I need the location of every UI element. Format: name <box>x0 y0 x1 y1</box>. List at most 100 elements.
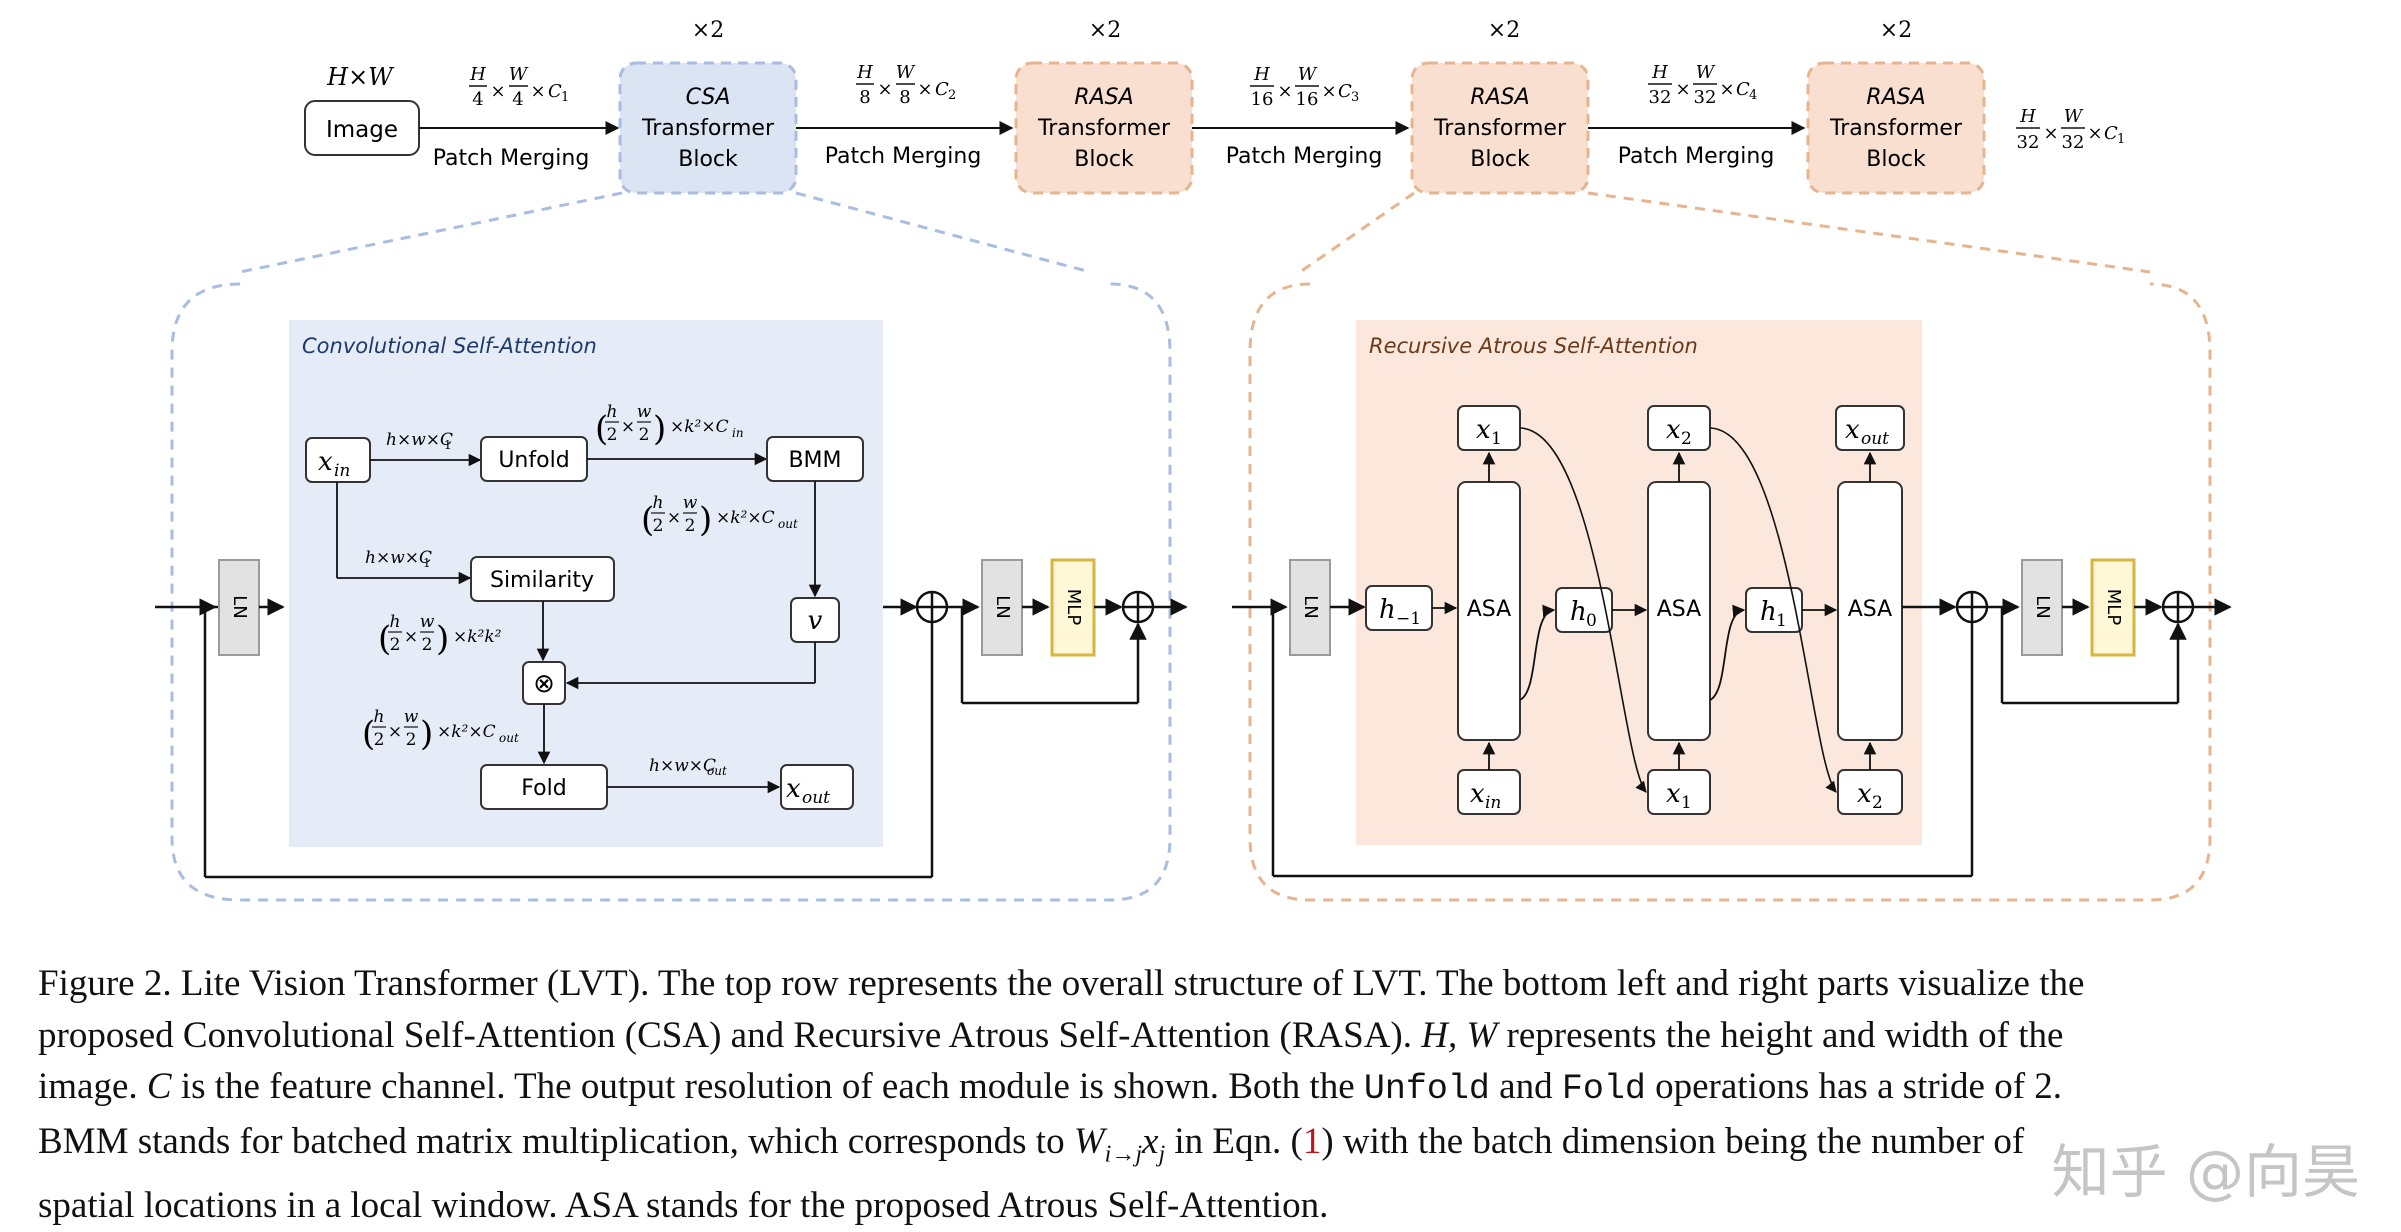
dim1-num-w: W <box>509 64 529 85</box>
caption-line-4: BMM stands for batched matrix multiplica… <box>38 1116 2368 1181</box>
csa-mlp-label: MLP <box>1063 589 1084 626</box>
rasa-xin-sub: in <box>1485 793 1501 813</box>
caption-line-1: Figure 2. Lite Vision Transformer (LVT).… <box>38 958 2368 1010</box>
rasa-asa-2-label: ASA <box>1657 597 1701 622</box>
dim4-den-w: 32 <box>1694 87 1717 108</box>
csa-mlp-box <box>1050 558 1096 657</box>
rasa-asa-1-label: ASA <box>1467 597 1511 622</box>
rasa-title: Recursive Atrous Self-Attention <box>1369 334 1698 358</box>
csa-frac-den-3: 2 <box>390 635 401 655</box>
rasa-ln2-box <box>2021 559 2063 656</box>
rasa-h1-label: h <box>1760 597 1777 627</box>
csa-frac-h-2: h <box>653 493 664 513</box>
caption-l5: spatial locations in a local window. ASA… <box>38 1185 1329 1227</box>
rasa-transformer-block-2: ×2 RASA Transformer Block <box>1410 18 1590 195</box>
block-line3-4: Block <box>1866 147 1926 172</box>
csa-frac-den-4b: 2 <box>406 730 417 750</box>
csa-frac-w-1: w <box>637 402 652 422</box>
final-den-w: 32 <box>2062 132 2085 153</box>
csa-k-cin-sub: in <box>732 426 744 440</box>
rasa-xout <box>1835 405 1905 451</box>
caption-l4-w: W <box>1073 1120 1105 1162</box>
patch-merging-1: Patch Merging H 4 × W 4 × C 1 <box>433 64 590 171</box>
svg-text:(: ( <box>595 409 608 449</box>
caption-eqn-ref[interactable]: 1 <box>1302 1120 1322 1162</box>
csa-k-cout: ×k²×C <box>716 508 775 528</box>
rasa-x2-bottom-label: x <box>1857 779 1872 809</box>
csa-otimes: ⊗ <box>533 669 555 699</box>
caption-l4-xsub: j <box>1158 1140 1166 1167</box>
svg-text:×: × <box>2087 123 2102 144</box>
patch-merging-label-3: Patch Merging <box>1226 144 1383 169</box>
caption-l3-end: operations has a stride of 2. <box>1645 1066 2063 1107</box>
rasa-x2-bottom-sub: 2 <box>1872 793 1883 813</box>
rasa-ln-label: LN <box>1300 595 1321 619</box>
dim3-num-w: W <box>1298 64 1318 85</box>
csa-ln-label: LN <box>229 595 250 619</box>
csa-frac-w-3: w <box>420 612 435 632</box>
csa-detail: Convolutional Self-Attention LN x in h×w… <box>155 191 1188 902</box>
caption-l4-c: ) with the batch dimension being the num… <box>1321 1120 2025 1162</box>
dim2-ch: C <box>935 79 949 100</box>
csa-ln2-label: LN <box>992 595 1013 619</box>
svg-text:×: × <box>490 81 505 102</box>
csa-dim-hwcout: h×w×C <box>649 756 716 776</box>
block-name-3: RASA <box>1470 85 1529 110</box>
rasa-h1-sub: 1 <box>1776 611 1787 631</box>
block-line3-1: Block <box>678 147 738 172</box>
svg-text:×: × <box>1277 81 1292 102</box>
csa-ln2-box <box>981 559 1023 656</box>
rasa-asa-3-label: ASA <box>1848 597 1892 622</box>
csa-bmm-label: BMM <box>788 448 841 473</box>
repeat-label-4: ×2 <box>1880 18 1912 43</box>
rasa-mlp-label: MLP <box>2103 589 2124 626</box>
rasa-xin-label: x <box>1470 779 1485 809</box>
figure-caption: Figure 2. Lite Vision Transformer (LVT).… <box>38 958 2368 1232</box>
caption-l3-fold: Fold <box>1561 1069 1646 1109</box>
rasa-h-m1-sub: −1 <box>1396 609 1421 629</box>
caption-l3-b: is the feature channel. The output resol… <box>171 1066 1364 1107</box>
svg-text:): ) <box>699 500 712 540</box>
svg-text:×: × <box>917 79 932 100</box>
block-name-4: RASA <box>1866 85 1925 110</box>
caption-l2: proposed Convolutional Self-Attention (C… <box>38 1014 1422 1056</box>
caption-line-5: spatial locations in a local window. ASA… <box>38 1180 2368 1232</box>
dim3-num-h: H <box>1253 64 1270 85</box>
rasa-transformer-block-3: ×2 RASA Transformer Block <box>1806 18 1986 195</box>
caption-l3-and: and <box>1489 1066 1562 1107</box>
dim4-num-h: H <box>1651 62 1668 83</box>
rasa-panel <box>1356 320 1922 845</box>
svg-text:): ) <box>420 714 433 754</box>
dim3-sub: 3 <box>1351 90 1359 105</box>
dim4-num-w: W <box>1696 62 1716 83</box>
csa-k-cout2: ×k²×C <box>437 722 496 742</box>
svg-text:×: × <box>1321 81 1336 102</box>
dim3-den-h: 16 <box>1251 89 1274 110</box>
dim4-sub: 4 <box>1749 88 1757 103</box>
final-ch: C <box>2104 123 2118 144</box>
svg-text:×: × <box>1675 79 1690 100</box>
caption-l2-hw: H, W <box>1421 1014 1498 1056</box>
caption-l4-wsub: i→j <box>1104 1140 1142 1167</box>
patch-merging-4: Patch Merging H 32 × W 32 × C 4 <box>1618 62 1775 169</box>
dim1-den-w: 4 <box>512 89 523 110</box>
csa-dim-hwc1-b: h×w×C <box>365 548 432 568</box>
caption-l2-end: represents the height and width of the <box>1497 1014 2064 1056</box>
dim1-num-h: H <box>469 64 486 85</box>
rasa-xout-label: x <box>1845 415 1860 445</box>
csa-similarity-label: Similarity <box>490 568 594 593</box>
csa-frac-w-2: w <box>683 493 698 513</box>
block-line3-3: Block <box>1470 147 1530 172</box>
repeat-label-3: ×2 <box>1488 18 1520 43</box>
watermark: 知乎 @向昊 <box>2051 1138 2360 1206</box>
dim1-ch: C <box>548 81 562 102</box>
csa-k-cin: ×k²×C <box>670 417 729 437</box>
caption-l4-b: in Eqn. ( <box>1165 1120 1303 1162</box>
dim3-den-w: 16 <box>1296 89 1319 110</box>
svg-text:×: × <box>530 81 545 102</box>
final-den-h: 32 <box>2017 132 2040 153</box>
block-line2-1: Transformer <box>641 116 775 141</box>
csa-x-in-sub: in <box>334 461 350 481</box>
csa-dim-hwcout-sub: out <box>707 764 727 778</box>
repeat-label-1: ×2 <box>692 18 724 43</box>
